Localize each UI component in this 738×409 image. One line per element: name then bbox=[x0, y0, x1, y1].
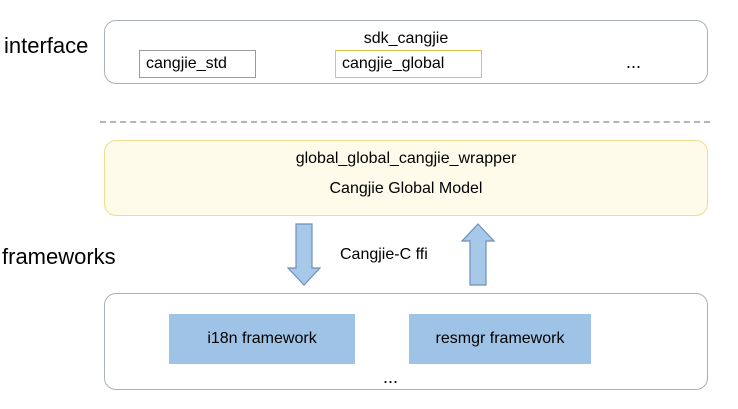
frameworks-layer-label: frameworks bbox=[2, 244, 116, 269]
interface-box: sdk_cangjie cangjie_std cangjie_global .… bbox=[104, 20, 708, 84]
chip-cangjie-global: cangjie_global bbox=[335, 50, 482, 78]
frameworks-ellipsis: ... bbox=[383, 367, 399, 387]
wrapper-box: global_global_cangjie_wrapper Cangjie Gl… bbox=[104, 140, 708, 216]
sdk-cangjie-title: sdk_cangjie bbox=[363, 30, 449, 47]
down-arrow-icon bbox=[286, 223, 322, 286]
i18n-framework: i18n framework bbox=[169, 314, 355, 364]
interface-ellipsis: ... bbox=[626, 52, 642, 72]
interface-layer-label: interface bbox=[4, 33, 89, 58]
frameworks-box: i18n framework resmgr framework ... bbox=[104, 293, 708, 390]
layer-divider bbox=[100, 121, 710, 123]
global-model-label: Cangjie Global Model bbox=[329, 180, 483, 197]
resmgr-framework: resmgr framework bbox=[409, 314, 591, 364]
ffi-label: Cangjie-C ffi bbox=[340, 246, 428, 263]
wrapper-title: global_global_cangjie_wrapper bbox=[295, 150, 517, 167]
chip-cangjie-std: cangjie_std bbox=[139, 50, 256, 78]
up-arrow-icon bbox=[460, 223, 496, 286]
